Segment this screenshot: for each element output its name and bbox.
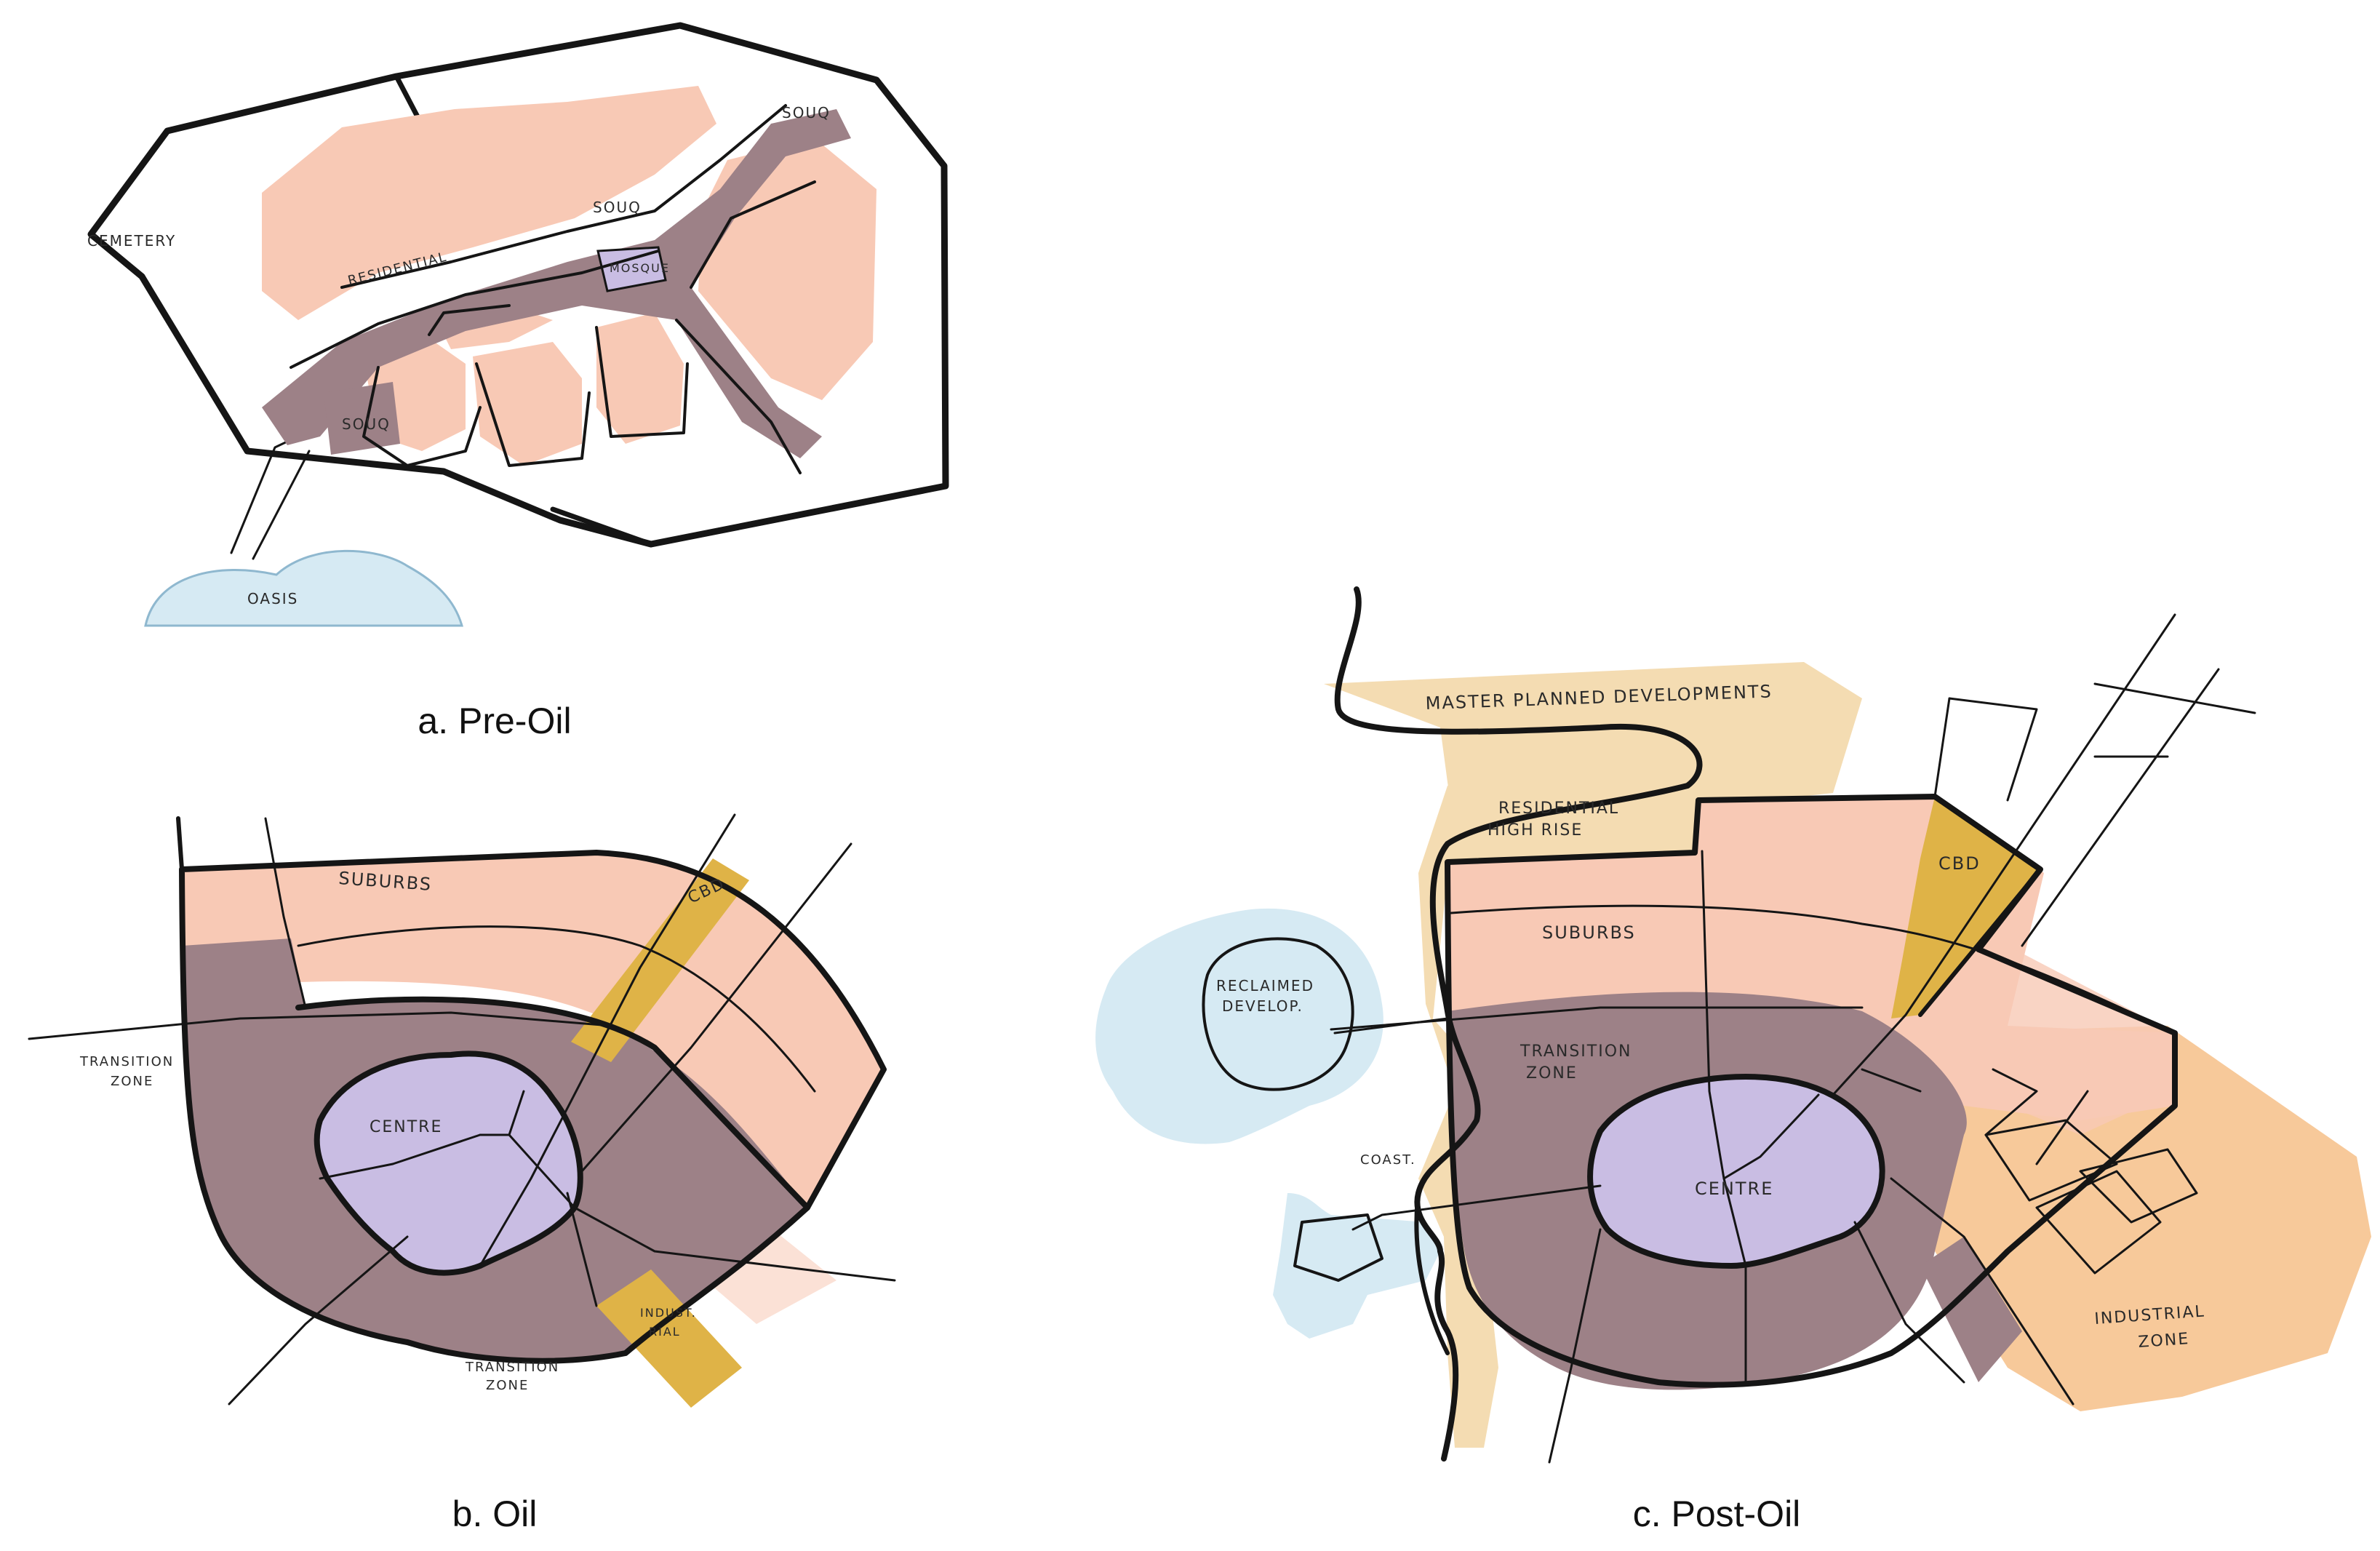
label-souq-middle: SOUQ	[593, 199, 642, 216]
coastline	[1334, 586, 1703, 1462]
label-transition-post-oil-1: TRANSITION	[1520, 1042, 1632, 1061]
residential-block-north	[262, 86, 716, 320]
label-oasis: OASIS	[247, 590, 298, 607]
residential-east-post-oil	[2008, 946, 2175, 1135]
label-transition-bottom-1: TRANSITION	[465, 1360, 559, 1375]
coastline-inner	[1414, 1191, 1450, 1355]
residential-block-south-3	[596, 313, 684, 444]
cbd-post-oil	[1891, 797, 2040, 1018]
reclaimed-ring-outer	[1202, 937, 1354, 1091]
transition-east-strip	[1920, 1237, 2022, 1382]
post-oil-road-lines	[1330, 613, 2256, 1464]
oil-city-outline	[179, 850, 887, 1364]
post-oil-city-outline	[1445, 794, 2178, 1388]
label-coast: COAST.	[1360, 1152, 1416, 1168]
label-cemetery: CEMETERY	[87, 232, 176, 250]
cbd-outline	[1918, 794, 2042, 1017]
label-industrial-oil-1: INDUST.	[640, 1306, 697, 1320]
label-souq-top: SOUQ	[782, 104, 831, 121]
panel-pre-oil: CEMETERY RESIDENTIAL SOUQ SOUQ SOUQ MOSQ…	[87, 22, 949, 741]
souq-main-corridor	[262, 109, 851, 458]
caption-pre-oil: a. Pre-Oil	[418, 701, 571, 741]
industrial-block-3	[2079, 1148, 2198, 1224]
label-residential-high-rise-2: HIGH RISE	[1488, 821, 1583, 840]
lower-island	[1273, 1193, 1440, 1339]
mosque-block	[596, 246, 667, 292]
label-mosque: MOSQUE	[610, 261, 670, 275]
souq-bottom-square	[324, 382, 400, 455]
industrial-strip-oil	[596, 1269, 742, 1408]
cbd-strip-oil	[571, 858, 749, 1062]
panel-oil: SUBURBS CBD CENTRE TRANSITION ZONE TRANS…	[28, 813, 896, 1534]
centre-post-oil-outline	[1587, 1074, 1885, 1269]
industrial-zone-wash	[1935, 1026, 2371, 1411]
pre-oil-street-lines	[289, 104, 816, 474]
souq-corridors	[262, 109, 851, 458]
label-transition-post-oil-2: ZONE	[1526, 1064, 1578, 1082]
oasis-shape	[144, 549, 463, 627]
town-wall-split	[394, 73, 654, 547]
label-suburbs-post-oil: SUBURBS	[1542, 922, 1636, 943]
oil-road-lines	[28, 813, 896, 1406]
industrial-block-1	[1984, 1119, 2118, 1202]
label-souq-bottom: SOUQ	[342, 415, 391, 433]
centre-oil-outline	[314, 1050, 583, 1276]
label-residential-high-rise-1: RESIDENTIAL	[1498, 800, 1619, 818]
suburbs-band	[182, 853, 884, 1208]
reclaimed-island	[1095, 908, 1383, 1144]
label-transition-left-1: TRANSITION	[79, 1054, 174, 1069]
caption-oil: b. Oil	[452, 1494, 538, 1534]
label-industrial-post-oil-2: ZONE	[2138, 1330, 2190, 1352]
centre-oil	[316, 1053, 580, 1273]
label-transition-bottom-2: ZONE	[486, 1378, 529, 1393]
label-centre-oil: CENTRE	[370, 1118, 442, 1136]
oil-top-edge-stub	[176, 816, 184, 872]
label-transition-left-2: ZONE	[111, 1074, 153, 1089]
label-reclaimed-1: RECLAIMED	[1216, 977, 1314, 994]
reclaimed-link	[1333, 1017, 1449, 1034]
transition-inner-edge	[295, 996, 810, 1211]
label-cbd-post-oil: CBD	[1938, 853, 1981, 874]
label-reclaimed-2: DEVELOP.	[1222, 997, 1303, 1015]
label-centre-post-oil: CENTRE	[1695, 1179, 1773, 1199]
lower-island-outline	[1293, 1213, 1383, 1282]
label-industrial-oil-2: RIAL	[649, 1325, 681, 1339]
panel-post-oil: MASTER PLANNED DEVELOPMENTS RESIDENTIAL …	[1095, 586, 2371, 1534]
caption-post-oil: c. Post-Oil	[1633, 1494, 1801, 1534]
